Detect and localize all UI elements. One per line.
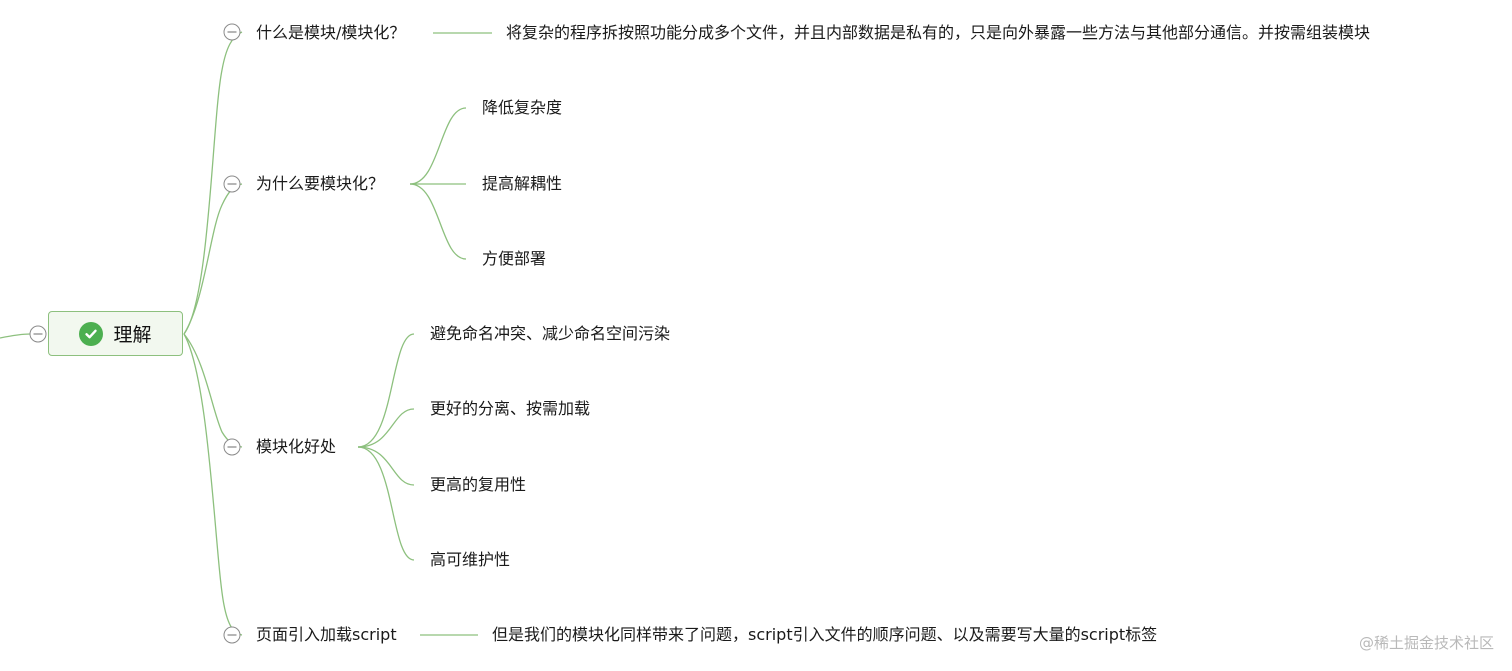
benefit-separation-on-demand[interactable]: 更好的分离、按需加载 [430, 399, 591, 418]
connector-b2-c1 [409, 107, 467, 185]
branch-why-modularize[interactable]: 为什么要模块化？ [256, 174, 385, 193]
collapse-toggle-branch-2[interactable] [223, 175, 241, 193]
connector-root-b1 [183, 31, 243, 335]
connector-b3-c2 [357, 408, 415, 448]
connector-root-b4 [183, 333, 243, 636]
branch-page-script-loading-detail[interactable]: 但是我们的模块化同样带来了问题，script引入文件的顺序问题、以及需要写大量的… [492, 625, 1158, 644]
benefit-maintainability[interactable]: 高可维护性 [430, 550, 511, 569]
collapse-toggle-root[interactable] [29, 325, 47, 343]
connector-parent-root [0, 333, 31, 339]
connector-b3-c3 [357, 446, 415, 486]
connector-root-b3 [183, 333, 243, 448]
connector-root-b2 [183, 183, 243, 335]
connector-b3-c1 [357, 333, 415, 448]
connector-b2-c3 [409, 183, 467, 260]
check-circle-icon [79, 321, 104, 346]
benefit-avoid-naming-conflict[interactable]: 避免命名冲突、减少命名空间污染 [430, 324, 671, 343]
branch-modularization-benefits[interactable]: 模块化好处 [256, 437, 337, 456]
root-node[interactable]: 理解 [48, 311, 183, 356]
collapse-toggle-branch-1[interactable] [223, 23, 241, 41]
why-child-deploy[interactable]: 方便部署 [482, 249, 547, 268]
benefit-reusability[interactable]: 更高的复用性 [430, 475, 527, 494]
branch-what-is-module[interactable]: 什么是模块/模块化？ [256, 23, 406, 42]
connector-b3-c4 [357, 446, 415, 561]
root-label: 理解 [113, 324, 152, 346]
collapse-toggle-branch-3[interactable] [223, 438, 241, 456]
why-child-decoupling[interactable]: 提高解耦性 [482, 174, 563, 193]
branch-what-is-module-detail[interactable]: 将复杂的程序拆按照功能分成多个文件，并且内部数据是私有的，只是向外暴露一些方法与… [506, 23, 1371, 42]
branch-page-script-loading[interactable]: 页面引入加载script [256, 625, 397, 644]
why-child-reduce-complexity[interactable]: 降低复杂度 [482, 98, 563, 117]
watermark: @稀土掘金技术社区 [1358, 634, 1494, 652]
collapse-toggle-branch-4[interactable] [223, 626, 241, 644]
